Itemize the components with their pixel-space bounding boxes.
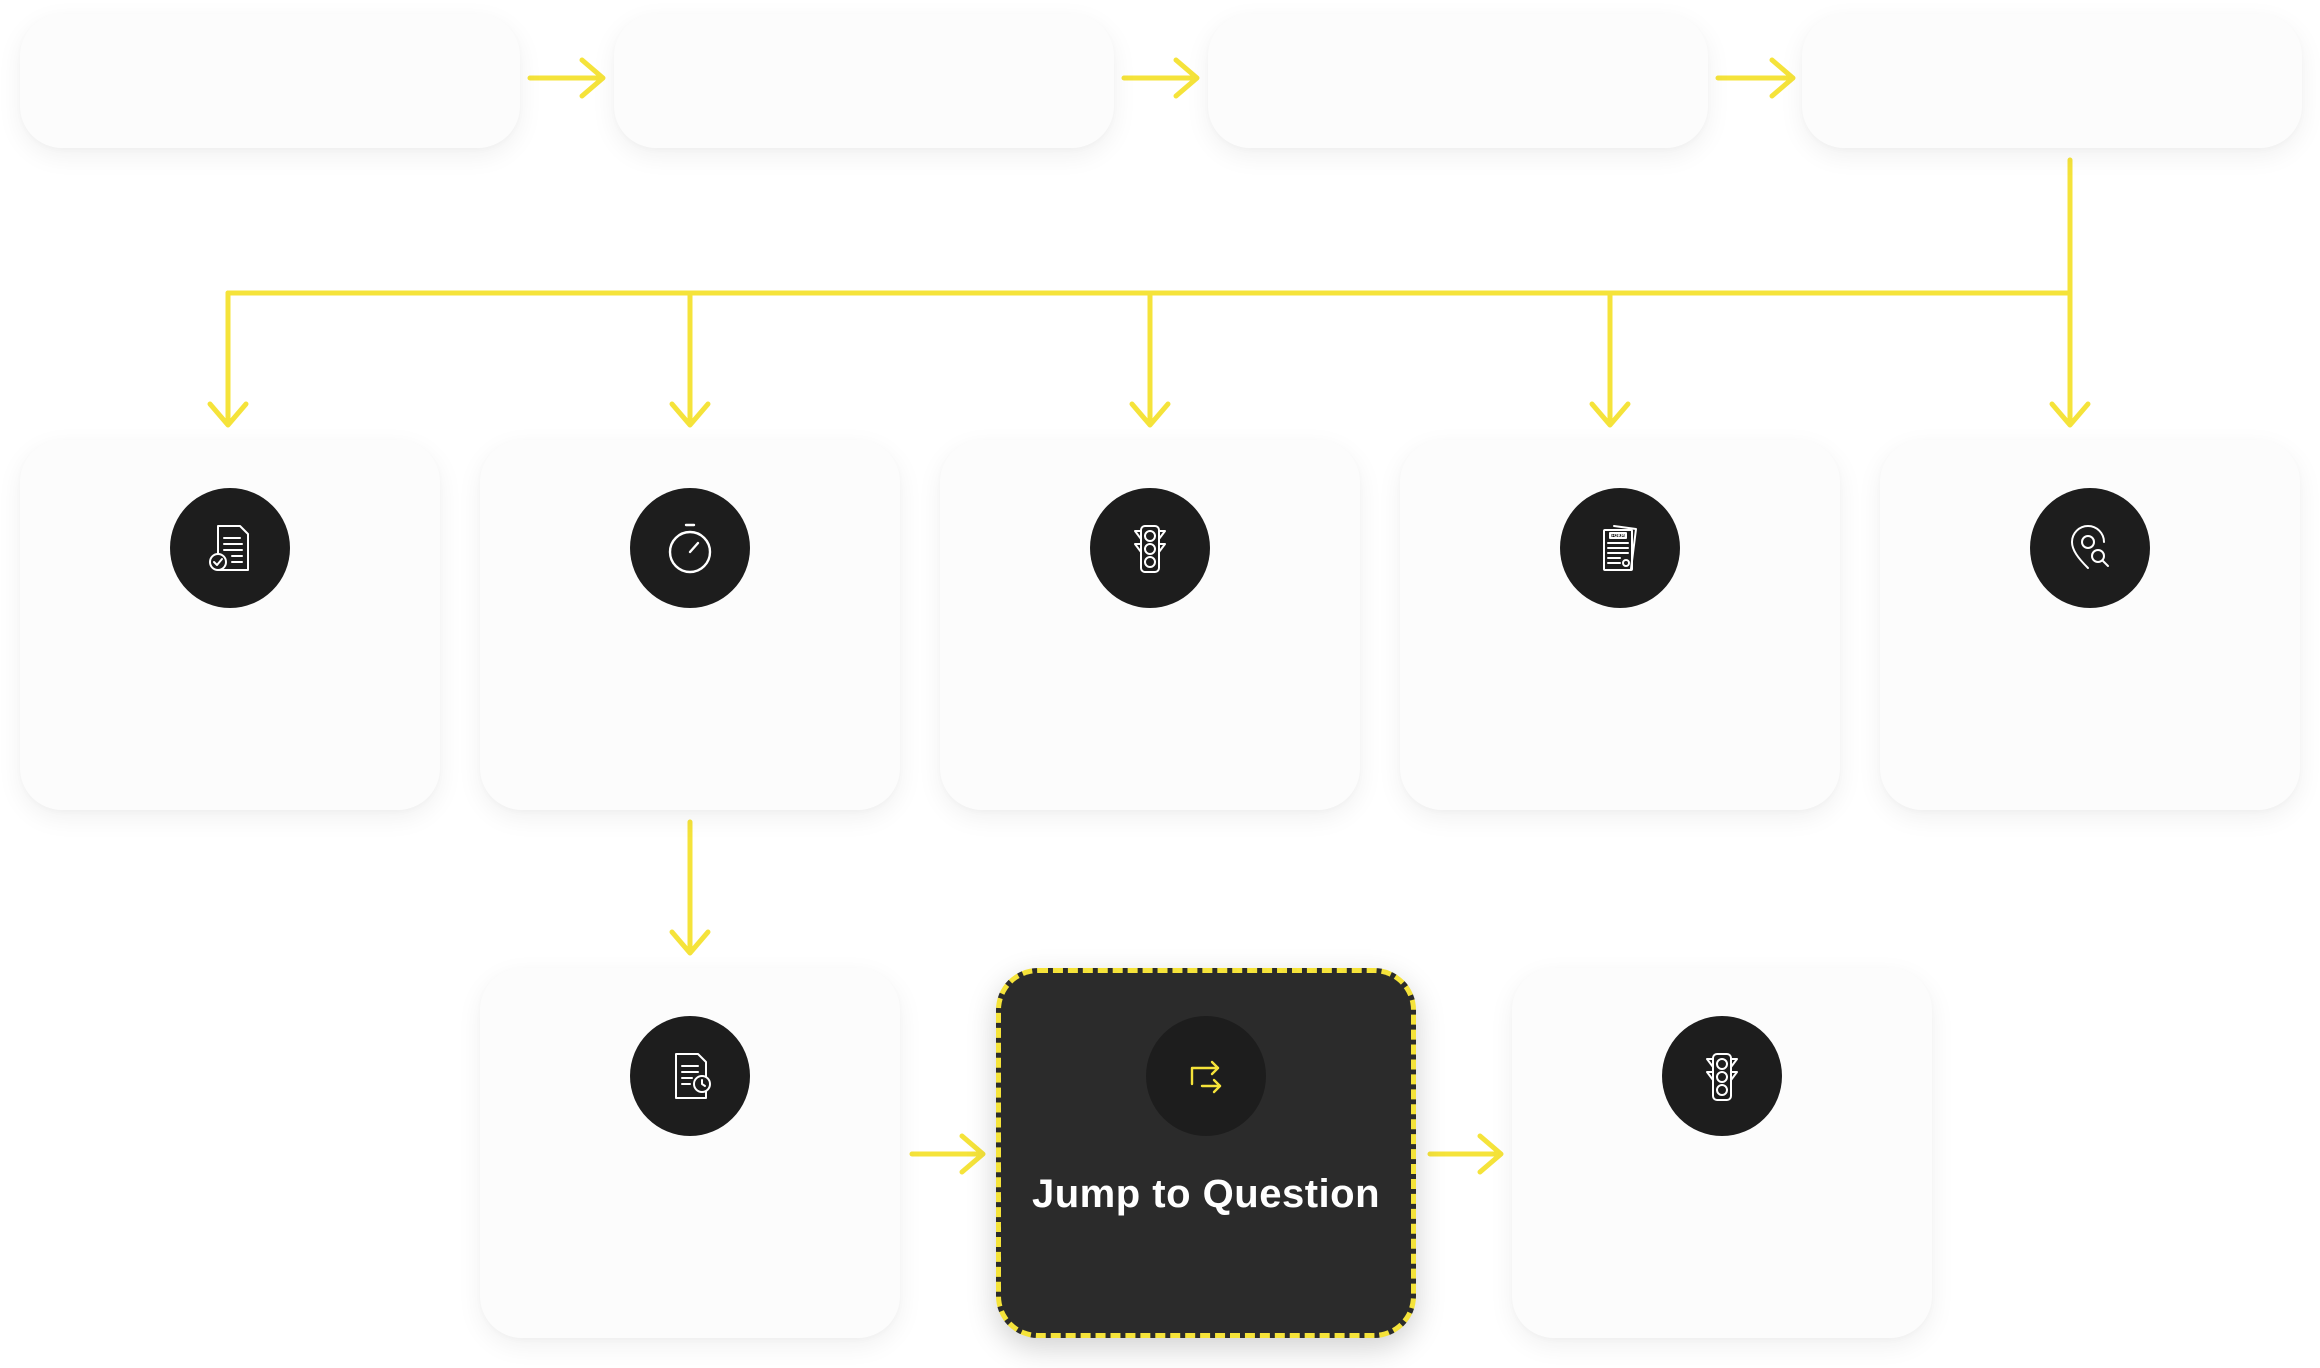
document-check-icon (170, 488, 290, 608)
top-step-2[interactable] (614, 14, 1114, 148)
feature-card-2[interactable] (480, 440, 900, 810)
top-step-1[interactable] (20, 14, 520, 148)
document-clock-icon (630, 1016, 750, 1136)
arrow-step-3-to-4 (1715, 57, 1796, 99)
arrow-card-2-to-bottom (669, 819, 711, 956)
arrow-step-2-to-3 (1121, 57, 1200, 99)
stopwatch-icon (630, 488, 750, 608)
traffic-light-icon (1090, 488, 1210, 608)
form-icon: FORM (1560, 488, 1680, 608)
location-search-icon (2030, 488, 2150, 608)
bottom-card-3[interactable] (1512, 968, 1932, 1338)
traffic-light-icon (1662, 1016, 1782, 1136)
bottom-card-2-active[interactable]: Jump to Question (996, 968, 1416, 1338)
feature-card-1[interactable] (20, 440, 440, 810)
branch-connector (207, 157, 2091, 428)
jump-arrow-icon (1146, 1016, 1266, 1136)
arrow-bottom-1-to-2 (909, 1133, 986, 1175)
feature-card-3[interactable] (940, 440, 1360, 810)
arrow-bottom-2-to-3 (1427, 1133, 1504, 1175)
top-step-3[interactable] (1208, 14, 1708, 148)
feature-card-5[interactable] (1880, 440, 2300, 810)
top-step-4[interactable] (1802, 14, 2302, 148)
bottom-card-2-label: Jump to Question (1032, 1172, 1380, 1216)
feature-card-4[interactable]: FORM (1400, 440, 1840, 810)
bottom-card-1[interactable] (480, 968, 900, 1338)
svg-text:FORM: FORM (1611, 533, 1625, 538)
arrow-step-1-to-2 (527, 57, 606, 99)
